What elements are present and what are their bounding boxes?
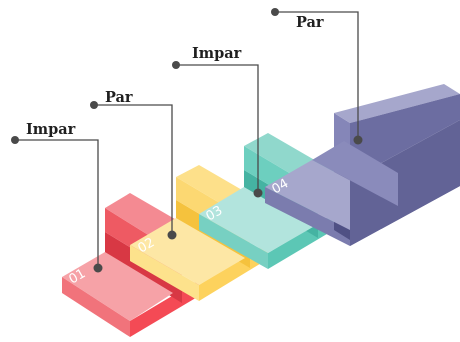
- callout-03: Impar: [172, 45, 263, 198]
- step-01-left-face: [62, 277, 130, 337]
- step-02-left-face: [130, 245, 199, 301]
- callout-01-start-dot: [11, 136, 19, 144]
- step-01-top-face: [62, 252, 173, 321]
- step-04-riser: [350, 120, 460, 246]
- step-04-upper-top: [312, 141, 398, 206]
- callout-03-line: [176, 64, 259, 193]
- step-01-label: Impar: [26, 121, 76, 138]
- callout-01: Impar: [11, 121, 103, 273]
- step-03-top-face: [199, 187, 313, 253]
- callout-01-end-dot: [93, 263, 103, 273]
- callout-02: Par: [90, 89, 177, 240]
- callout-03-end-dot: [253, 188, 263, 198]
- callout-02-end-dot: [167, 230, 177, 240]
- callout-01-line: [15, 139, 99, 268]
- step-02-top-face: [130, 218, 245, 285]
- step-04-tower-top: [334, 84, 460, 123]
- step-04: 04: [265, 84, 460, 246]
- callout-04-start-dot: [271, 8, 279, 16]
- callout-02-line: [94, 104, 173, 235]
- step-02-label: Par: [105, 89, 133, 106]
- step-01-number: 01: [67, 266, 89, 287]
- step-04-number: 04: [270, 176, 292, 197]
- callout-04: Par: [271, 8, 363, 145]
- callout-02-start-dot: [90, 101, 98, 109]
- callout-03-start-dot: [172, 61, 180, 69]
- callout-04-end-dot: [353, 135, 363, 145]
- step-03-label: Impar: [192, 45, 242, 62]
- step-04-tower-face: [350, 94, 460, 180]
- step-03-left-face: [199, 214, 268, 269]
- callout-04-line: [275, 11, 359, 140]
- step-03-number: 03: [204, 203, 226, 224]
- step-04-left-face: [265, 187, 350, 246]
- step-02-number: 02: [136, 235, 158, 256]
- step-04-label: Par: [296, 14, 324, 31]
